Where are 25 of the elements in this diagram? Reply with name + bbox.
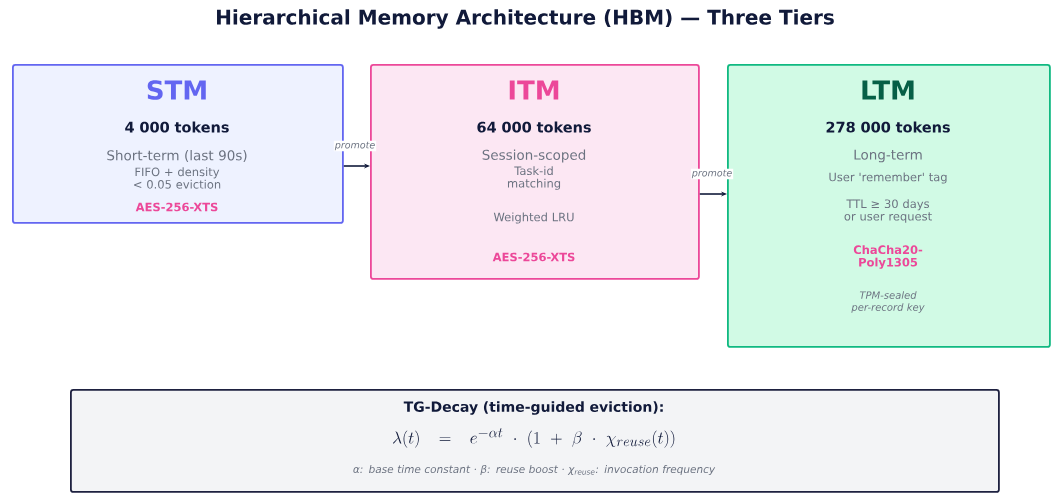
formula-legend: α: base time constant · β: reuse boost · χ$_{reuse}$: invocation frequency [353,464,716,476]
scope-text: Long-term [854,149,922,163]
policy-text: User 'remember' tag [829,172,947,184]
capacity-text: 278 000 tokens [826,121,950,133]
decay-formula: $\lambda(t) = e^{-\alpha t} \cdot (1 + \beta \cdot \chi_{reuse}(t))$ [393,428,675,448]
encryption-text: AES-256-XTS [492,252,575,262]
policy-text: Task-id matching [508,166,561,190]
edge-label: promote [333,140,377,152]
policy-text: FIFO + density < 0.05 eviction [134,167,221,189]
formula-heading: TG-Decay (time-guided eviction): [403,401,663,415]
diagram-title: Hierarchical Memory Architecture (HBM) — Three Tiers [217,9,834,29]
policy-text: Weighted LRU [493,212,574,224]
encryption-text: ChaCha20-Poly1305 [853,245,923,269]
capacity-text: 64 000 tokens [477,121,591,133]
tier-title: STM [147,80,206,100]
edge-label: promote [690,168,734,180]
encryption-text: AES-256-XTS [135,202,218,212]
capacity-text: 4 000 tokens [125,121,229,133]
scope-text: Short-term (last 90s) [107,150,247,163]
tier-box [70,389,1000,493]
tier-title: ITM [509,80,559,100]
policy-text: TTL ≥ 30 days or user request [844,199,932,223]
tier-title: LTM [862,80,914,100]
scope-text: Session-scoped [482,149,586,163]
key-note: TPM-sealed per-record key [851,291,925,313]
